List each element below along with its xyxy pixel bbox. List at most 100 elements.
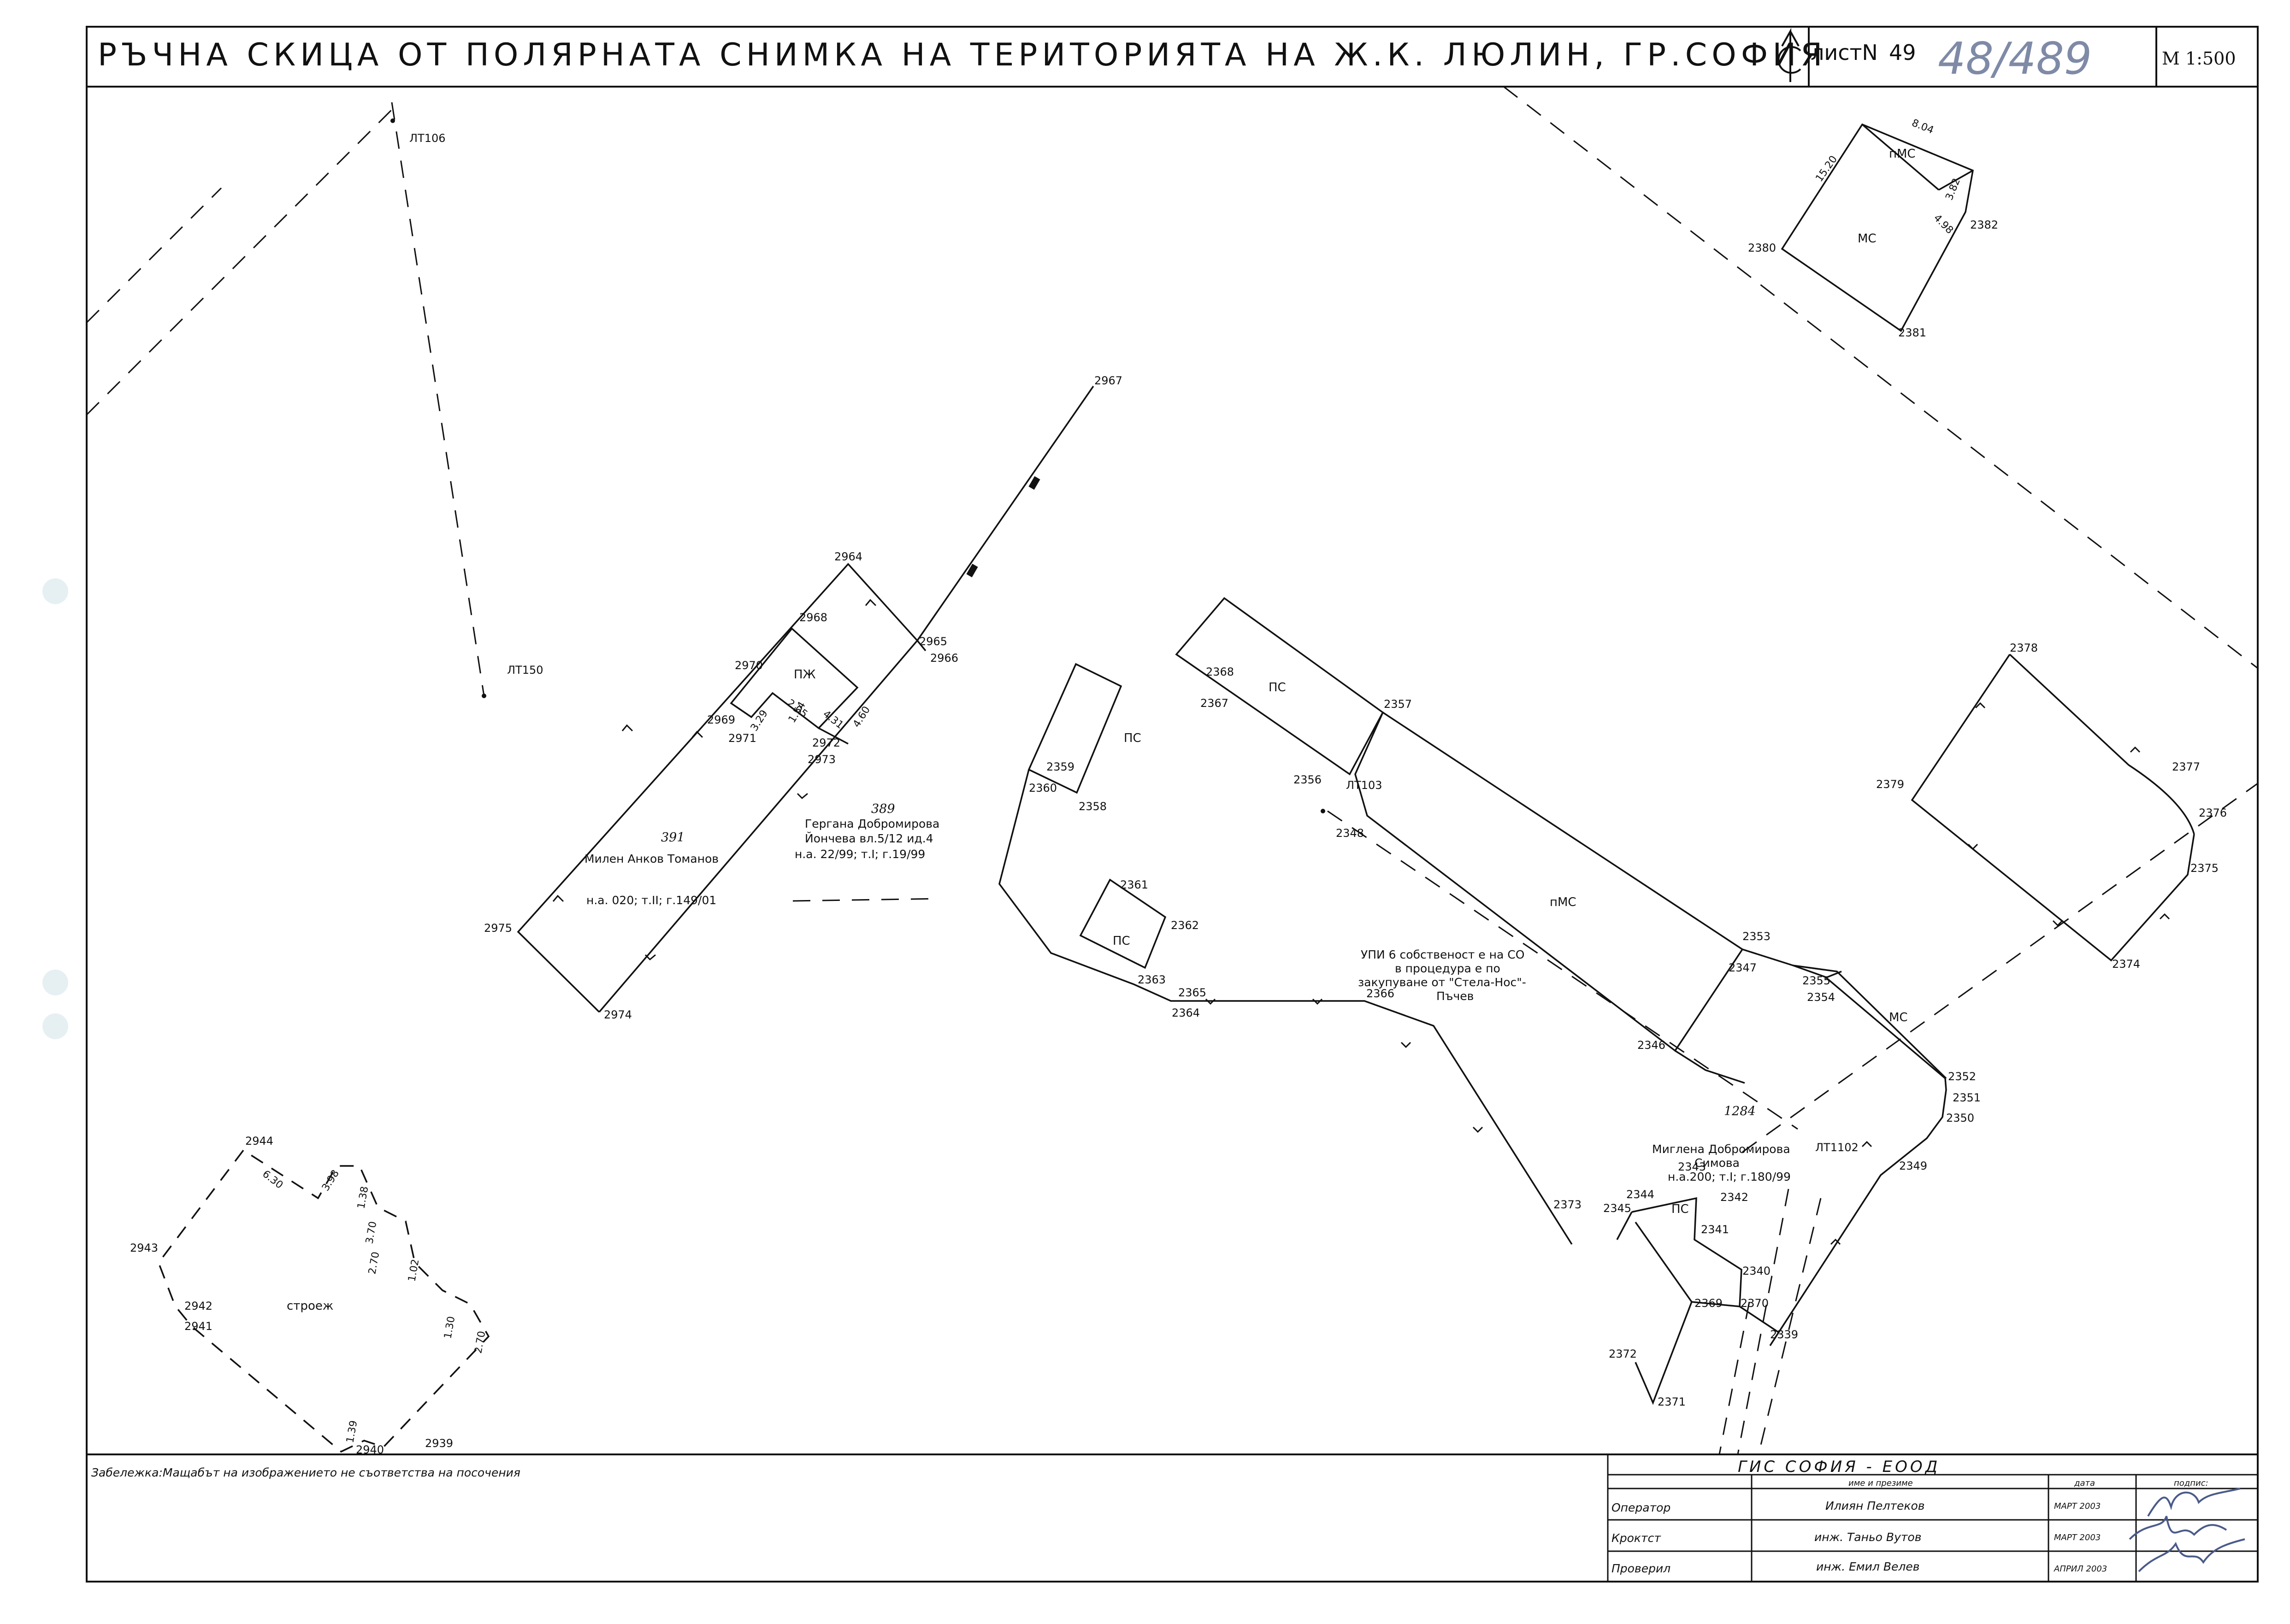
control-point-lt1102: ЛТ1102 [1815, 1141, 1859, 1154]
point-2939: 2939 [425, 1437, 453, 1450]
point-2346: 2346 [1637, 1039, 1665, 1052]
point-2966: 2966 [930, 652, 958, 665]
point-2942: 2942 [184, 1300, 212, 1312]
point-2349: 2349 [1899, 1159, 1927, 1172]
dim-4-60: 4.60 [851, 704, 873, 730]
point-2974: 2974 [604, 1008, 632, 1021]
point-2339: 2339 [1770, 1328, 1798, 1341]
parcel-391-deed: н.а. 020; т.II; г.149/01 [586, 894, 716, 907]
building-ms-mid: МС [1889, 1011, 1908, 1024]
dim-2-70b: 2.70 [472, 1330, 488, 1354]
parcel-389-number: 389 [871, 802, 895, 816]
point-2362: 2362 [1171, 919, 1199, 932]
dim-3-82: 3.82 [1943, 177, 1963, 202]
dim-3-70: 3.70 [364, 1220, 379, 1245]
sheet-number-label: листN [1811, 40, 1878, 65]
control-point-lt103: ЛТ103 [1346, 779, 1382, 792]
column-date-header: дата [2074, 1478, 2095, 1488]
parcel-389-annotation: 389 Гергана Добромирова Йончева вл.5/12 … [795, 802, 939, 861]
parcel-1284-owner-line2: Симова [1694, 1156, 1740, 1170]
building-ps-lower: ПС [1113, 934, 1130, 948]
point-2943: 2943 [130, 1242, 158, 1254]
row-drafter-role: Кроктст [1611, 1531, 1661, 1545]
map-scale: М 1:500 [2162, 48, 2236, 69]
parcel-1284-annotation: 1284 Миглена Добромирова Симова н.а.200;… [1652, 1104, 1791, 1183]
point-2347: 2347 [1729, 961, 1757, 974]
row-checker-date: АПРИЛ 2003 [2054, 1564, 2107, 1574]
control-point-lt106: ЛТ106 [409, 132, 446, 145]
building-ms-top: МС [1858, 232, 1877, 246]
row-drafter-date: МАРТ 2003 [2054, 1533, 2101, 1542]
row-operator-role: Оператор [1611, 1501, 1670, 1514]
point-2944: 2944 [245, 1135, 273, 1147]
dim-3-98: 3.98 [320, 1168, 342, 1193]
point-2382: 2382 [1970, 218, 1998, 231]
point-2972: 2972 [812, 736, 840, 749]
dim-3-29: 3.29 [749, 708, 770, 733]
control-point-labels: ЛТ106 ЛТ150 ЛТ103 ЛТ1102 [409, 132, 1859, 1154]
parcel-389-owner-line1: Гергана Добромирова [805, 817, 939, 830]
map-frame [86, 26, 2259, 1583]
column-sign-header: подпис: [2174, 1478, 2208, 1488]
point-2377: 2377 [2172, 760, 2200, 773]
point-2367: 2367 [1200, 697, 1228, 710]
building-pms-top: пМС [1889, 147, 1916, 161]
parcel-391-number: 391 [661, 830, 685, 845]
parcel-1284-number: 1284 [1724, 1104, 1756, 1118]
north-arrow-icon [1777, 28, 1801, 82]
building-construction: строеж [287, 1299, 333, 1313]
point-2341: 2341 [1701, 1223, 1729, 1236]
point-2344: 2344 [1626, 1188, 1654, 1201]
row-checker-role: Проверил [1611, 1562, 1670, 1575]
point-2975: 2975 [484, 922, 512, 935]
upi-line4: Пъчев [1436, 989, 1474, 1003]
point-2372: 2372 [1609, 1347, 1637, 1360]
point-2364: 2364 [1172, 1006, 1200, 1019]
parcel-389-deed: н.а. 22/99; т.I; г.19/99 [795, 847, 925, 861]
building-ps-left: ПС [1124, 731, 1141, 745]
point-2968: 2968 [799, 611, 827, 624]
point-2374: 2374 [2112, 958, 2140, 971]
point-2350: 2350 [1946, 1112, 1974, 1124]
row-checker-name: инж. Емил Велев [1816, 1560, 1919, 1573]
point-2368: 2368 [1206, 665, 1234, 678]
point-2378: 2378 [2010, 641, 2038, 654]
point-2967: 2967 [1094, 374, 1122, 387]
sheet-number: 49 [1889, 40, 1916, 65]
point-2357: 2357 [1384, 698, 1412, 711]
point-2361: 2361 [1120, 878, 1148, 891]
dim-4-98: 4.98 [1931, 212, 1955, 236]
control-point-lt150: ЛТ150 [507, 664, 543, 677]
point-2371: 2371 [1658, 1395, 1686, 1408]
row-operator-name: Илиян Пелтеков [1825, 1499, 1925, 1512]
point-2971: 2971 [728, 732, 756, 745]
point-2355: 2355 [1802, 974, 1830, 987]
column-name-header: име и презиме [1848, 1478, 1913, 1488]
upi-annotation: УПИ 6 собственост е на СО в процедура е … [1358, 948, 1526, 1003]
scale-note: Забележка:Мащабът на изображението не съ… [91, 1466, 520, 1479]
binder-holes [42, 578, 68, 1039]
company-name: ГИС СОФИЯ - ЕООД [1738, 1458, 1940, 1476]
point-2376: 2376 [2199, 806, 2227, 819]
upi-line2: в процедура е по [1395, 962, 1500, 975]
boundary-ticks [552, 599, 2170, 1245]
building-pms-main: пМС [1550, 895, 1576, 909]
dim-1-30: 1.30 [442, 1315, 457, 1340]
dim-1-39: 1.39 [344, 1419, 360, 1444]
point-2343: 2343 [1678, 1160, 1706, 1173]
building-pzh: ПЖ [794, 668, 816, 682]
point-2359: 2359 [1046, 760, 1074, 773]
point-2381: 2381 [1898, 326, 1926, 339]
point-2375: 2375 [2190, 862, 2219, 875]
parcel-391-annotation: 391 Милен Анков Томанов н.а. 020; т.II; … [584, 830, 719, 907]
building-labels: пМС МС ПЖ ПС ПС ПС пМС МС ПС строеж [287, 147, 1916, 1313]
point-2351: 2351 [1953, 1091, 1981, 1104]
point-2348: 2348 [1336, 827, 1364, 840]
dim-1-38: 1.38 [355, 1185, 371, 1210]
dashed-boundaries [86, 86, 2258, 1455]
dim-8-04: 8.04 [1910, 117, 1936, 136]
point-2356: 2356 [1293, 773, 1322, 786]
title-block [1607, 1453, 2259, 1583]
point-2340: 2340 [1742, 1265, 1771, 1277]
